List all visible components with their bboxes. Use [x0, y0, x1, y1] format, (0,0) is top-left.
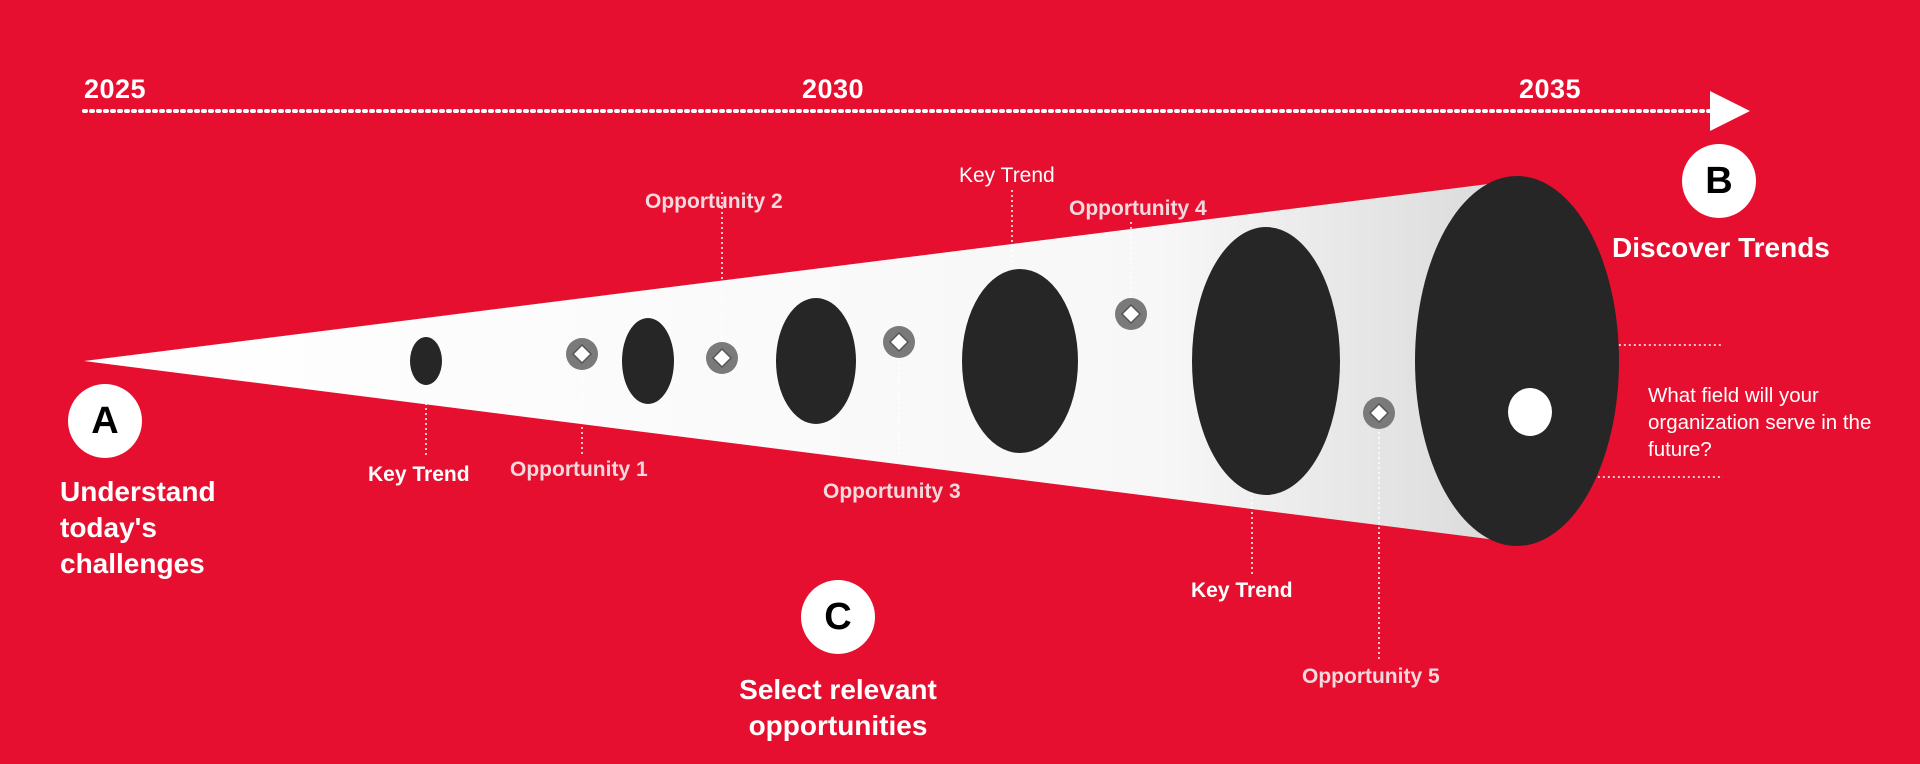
stage-a-title: Understand today's challenges — [60, 474, 216, 582]
future-question-text: What field will your organization serve … — [1648, 384, 1872, 461]
key-trend-ellipse — [1192, 227, 1340, 495]
future-focus-hole — [1508, 388, 1552, 436]
key-trend-ellipse — [1415, 176, 1619, 546]
opportunity-marker-icon — [566, 338, 598, 370]
opportunity-marker-icon — [883, 326, 915, 358]
stage-c-title-line: opportunities — [748, 710, 928, 741]
stage-c-title: Select relevant opportunities — [698, 672, 978, 744]
stage-a-title-line: Understand — [60, 476, 216, 507]
stage-a-badge: A — [68, 384, 142, 458]
leader-lines — [425, 190, 1723, 660]
opportunity-label: Opportunity 1 — [510, 458, 648, 481]
stage-b-title: Discover Trends — [1612, 232, 1830, 263]
key-trend-label: Key Trend — [959, 164, 1055, 187]
stage-c-title-line: Select relevant — [739, 674, 937, 705]
opportunity-marker-icon — [1363, 397, 1395, 429]
key-trend-label: Key Trend — [1191, 579, 1293, 602]
stage-b-badge: B — [1682, 144, 1756, 218]
opportunity-label: Opportunity 5 — [1302, 665, 1440, 688]
opportunity-marker-icon — [706, 342, 738, 374]
stage-a-title-line: today's — [60, 512, 157, 543]
opportunity-label: Opportunity 3 — [823, 480, 961, 503]
opportunity-marker-icon — [1115, 298, 1147, 330]
stage-a-title-line: challenges — [60, 548, 205, 579]
opportunity-markers — [566, 298, 1395, 429]
key-trend-ellipse — [410, 337, 442, 385]
key-trend-ellipse — [962, 269, 1078, 453]
timeline-year-2035: 2035 — [1519, 74, 1582, 104]
opportunity-label: Opportunity 2 — [645, 190, 783, 213]
key-trend-ellipse — [776, 298, 856, 424]
key-trend-label: Key Trend — [368, 463, 470, 486]
opportunity-label: Opportunity 4 — [1069, 197, 1207, 220]
stage-c-badge: C — [801, 580, 875, 654]
key-trend-ellipse — [622, 318, 674, 404]
timeline-year-2025: 2025 — [84, 74, 147, 104]
timeline-year-2030: 2030 — [802, 74, 865, 104]
